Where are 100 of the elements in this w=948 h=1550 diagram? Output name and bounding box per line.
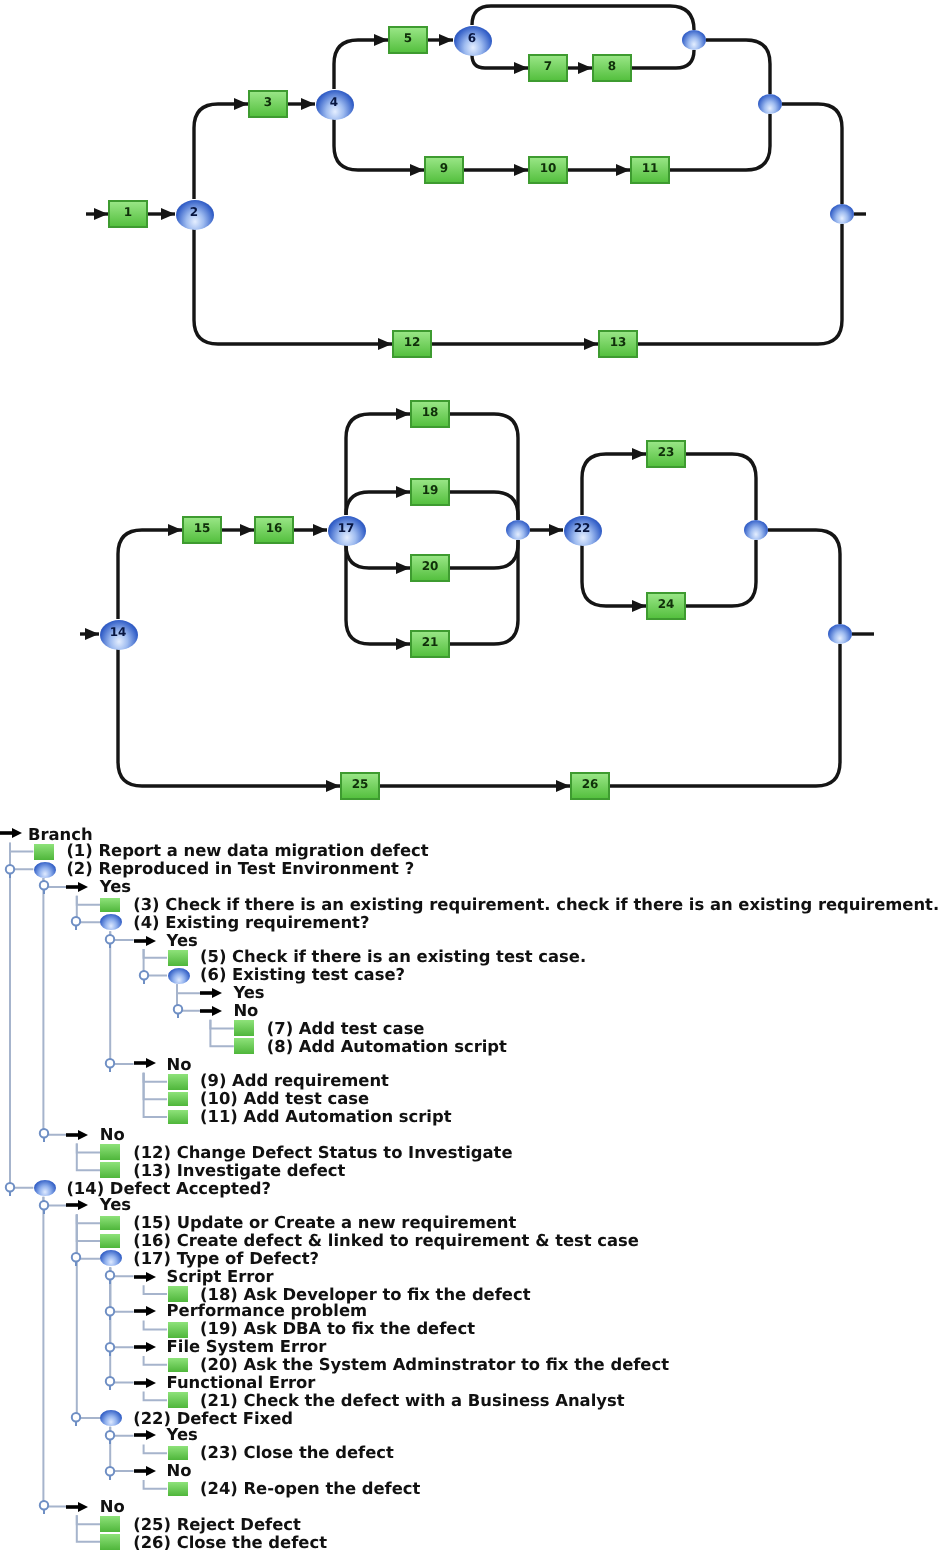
tree-connector-line <box>142 1478 168 1490</box>
branch-condition-label: No <box>166 1462 192 1480</box>
tree-connector-line <box>75 1142 102 1172</box>
connector-line <box>768 528 842 624</box>
arrow <box>332 119 424 176</box>
decision-label: (2) Reproduced in Test Environment ? <box>66 860 415 879</box>
tree-connector-line <box>142 1319 168 1331</box>
decision-label: (17) Type of Defect? <box>133 1249 320 1268</box>
tree-connector-line <box>109 1266 135 1384</box>
task-label: (18) Ask Developer to fix the defect <box>200 1285 531 1303</box>
task-label: (13) Investigate defect <box>133 1161 346 1179</box>
arrow <box>580 545 646 612</box>
decision-label: (14) Defect Accepted? <box>66 1179 272 1197</box>
task-label: (20) Ask the System Adminstrator to fix the defect <box>200 1356 670 1374</box>
connector-line <box>706 38 772 94</box>
merge-node <box>830 204 854 224</box>
merge-node <box>758 94 782 114</box>
arrow <box>222 524 254 536</box>
task-label: (10) Add test case <box>200 1090 370 1109</box>
branch-condition-label: Yes <box>99 878 131 896</box>
arrow <box>464 164 528 176</box>
task-label: (19) Ask DBA to fix the defect <box>200 1320 475 1339</box>
branch-condition-label: Yes <box>233 984 265 1002</box>
branch-condition-label: No <box>166 1055 192 1073</box>
tree-connector-line <box>209 1018 235 1048</box>
arrow <box>344 545 410 650</box>
tree-root-label: Branch <box>28 825 93 843</box>
arrow <box>332 34 388 89</box>
tree-connector-line <box>42 1195 68 1508</box>
task-label: (1) Report a new data migration defect <box>66 842 429 861</box>
arrow <box>192 98 248 199</box>
arrow <box>530 524 563 536</box>
arrow <box>294 524 327 536</box>
tree-connector-line <box>142 1390 168 1402</box>
branch-condition-label: File System Error <box>166 1338 327 1356</box>
arrow <box>568 164 630 176</box>
decision-label: (22) Defect Fixed <box>133 1409 293 1427</box>
branch-condition-label: Yes <box>166 1426 198 1445</box>
arrow <box>428 34 453 46</box>
connector-line <box>686 452 758 520</box>
connector-line <box>470 4 696 32</box>
arrow <box>344 408 410 515</box>
arrow <box>470 53 528 74</box>
tree-connector-line <box>75 1514 102 1543</box>
tree-connector-line <box>42 877 68 1136</box>
connector-line <box>854 212 866 216</box>
arrow <box>116 649 340 792</box>
task-label: (21) Check the defect with a Business Analyst <box>200 1391 625 1410</box>
tree-connector-line <box>75 894 102 924</box>
task-label: (3) Check if there is an existing requirement. check if there is an existing requirement. <box>133 895 940 914</box>
arrow <box>80 628 99 640</box>
arrow <box>86 208 108 220</box>
merge-node <box>828 624 852 644</box>
task-label: (7) Add test case <box>266 1019 425 1038</box>
tree-connector-line <box>142 1284 168 1296</box>
task-label: (12) Change Defect Status to Investigate <box>133 1143 513 1162</box>
tree-connector-line <box>109 930 135 1065</box>
branch-condition-label: Script Error <box>166 1267 274 1286</box>
arrow <box>192 229 392 350</box>
connector-line <box>450 490 520 520</box>
arrow <box>116 524 182 619</box>
tree-connector-line <box>142 1071 168 1119</box>
arrow <box>380 780 570 792</box>
task-label: (25) Reject Defect <box>133 1515 301 1533</box>
arrow <box>288 98 315 110</box>
connector-line <box>450 540 520 646</box>
task-label: (9) Add requirement <box>200 1072 389 1091</box>
tree-connector-line <box>109 1425 135 1473</box>
task-label: (24) Re-open the defect <box>200 1479 421 1498</box>
task-label: (15) Update or Create a new requirement <box>133 1214 517 1233</box>
connector-line <box>610 644 842 788</box>
branch-condition-label: No <box>99 1497 125 1516</box>
connector-line <box>632 48 696 70</box>
branch-condition-label: Yes <box>99 1196 131 1215</box>
arrow <box>344 486 410 517</box>
merge-node <box>506 520 530 540</box>
branch-condition-label: No <box>99 1125 125 1144</box>
task-label: (16) Create defect & linked to requirement & test case <box>133 1232 639 1250</box>
tree-connector-line <box>142 947 168 977</box>
merge-node <box>744 520 768 540</box>
connector-line <box>782 102 844 204</box>
decision-label: (4) Existing requirement? <box>133 913 370 932</box>
tree-connector-line <box>9 841 35 1189</box>
task-label: (11) Add Automation script <box>200 1108 452 1126</box>
arrow <box>148 208 175 220</box>
tree-connector-line <box>176 983 202 1012</box>
tree-connector-line <box>75 1213 102 1419</box>
connector-line <box>852 632 874 636</box>
tree-connector-line <box>142 1443 168 1455</box>
task-label: (8) Add Automation script <box>266 1037 507 1056</box>
branch-condition-label: Performance problem <box>166 1302 368 1321</box>
branch-condition-label: Yes <box>166 931 198 949</box>
branch-condition-label: Functional Error <box>166 1373 316 1392</box>
decision-label: (6) Existing test case? <box>200 966 406 985</box>
arrow <box>432 338 598 350</box>
arrow <box>568 62 592 74</box>
task-label: (23) Close the defect <box>200 1444 394 1463</box>
connector-line <box>638 224 844 346</box>
task-label: (5) Check if there is an existing test case. <box>200 948 587 967</box>
connector-line <box>686 540 758 608</box>
